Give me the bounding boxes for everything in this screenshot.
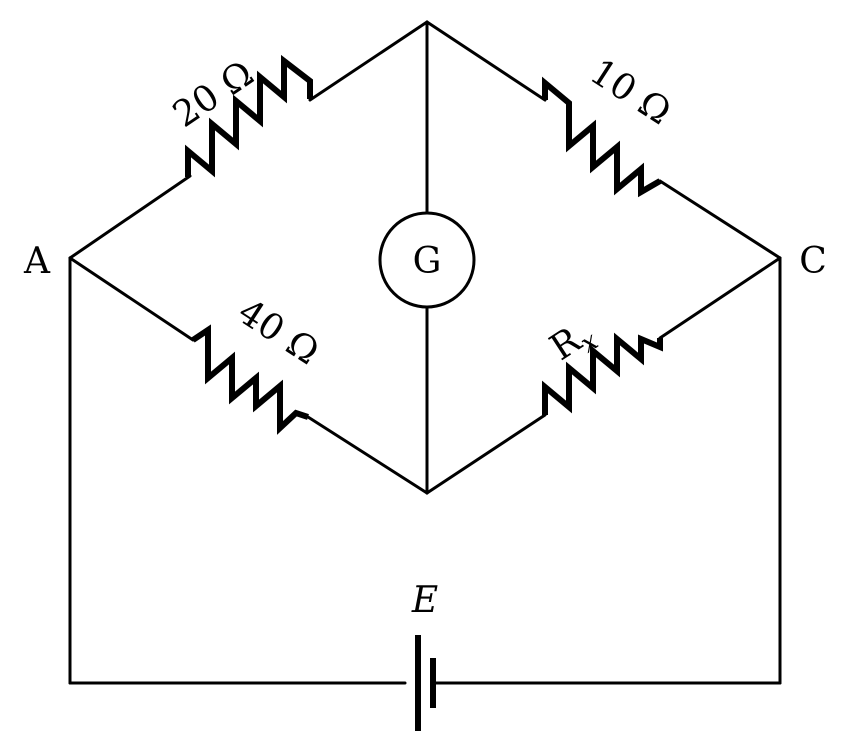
arm-a-bottom — [68, 256, 429, 495]
node-c-label: C — [799, 241, 827, 282]
node-a-label: A — [23, 241, 51, 282]
battery — [415, 635, 436, 731]
resistor-40-ohm — [191, 324, 309, 435]
resistor-10-ohm — [542, 76, 662, 198]
galvanometer — [378, 211, 476, 309]
arm-bottom-c — [425, 256, 782, 495]
resistor-20-ohm — [185, 54, 313, 178]
resistor-rx — [542, 332, 663, 415]
arm-a-top — [68, 20, 429, 260]
battery-loop — [68, 256, 782, 685]
label-10-ohm: 10 Ω — [583, 51, 678, 133]
battery-label: E — [411, 580, 438, 621]
galvanometer-branch: G — [378, 20, 476, 495]
arm-top-c — [425, 20, 782, 260]
label-40-ohm: 40 Ω — [231, 291, 326, 373]
galvanometer-label: G — [413, 241, 442, 282]
